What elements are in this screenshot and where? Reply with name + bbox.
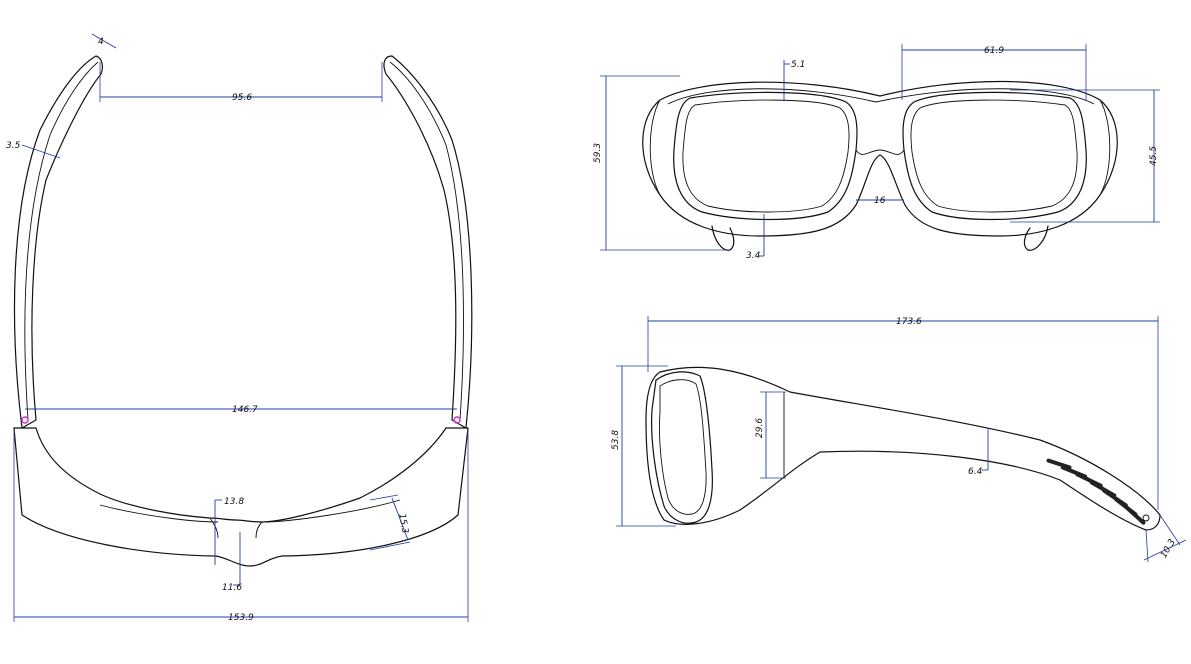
dim-lens-width: 61.9 — [984, 46, 1004, 56]
dim-temple-root-height: 29.6 — [755, 418, 765, 438]
front-frame-outline-inner — [667, 88, 1095, 105]
dim-temple-gap: 95.6 — [232, 93, 252, 103]
temple-tip-pin — [1142, 514, 1150, 522]
nose-notch — [209, 517, 263, 539]
dim-line-temple-tip — [91, 33, 117, 49]
dim-frame-height: 59.3 — [593, 143, 603, 163]
right-side-shield — [1099, 99, 1111, 196]
dim-line-temple-thickness — [21, 144, 61, 159]
dim-temple-min: 6.4 — [968, 467, 983, 477]
side-lens-inner — [659, 379, 707, 515]
dim-temple-tip-width: 4 — [98, 37, 104, 47]
dim-temple-tip: 10.3 — [1159, 537, 1178, 560]
lens-curve-top — [99, 499, 401, 523]
dim-temple-thickness: 3.5 — [6, 141, 21, 151]
left-lens — [673, 91, 858, 221]
right-temple-inner — [389, 61, 464, 421]
side-view — [645, 366, 1161, 531]
temple-grip — [1046, 458, 1146, 525]
dim-lens-depth: 15.3 — [396, 513, 409, 535]
left-hinge-marker — [21, 416, 29, 424]
dim-bridge: 16 — [874, 196, 886, 206]
dim-lens-height: 45.5 — [1149, 146, 1159, 166]
right-temple-outline — [383, 55, 473, 429]
front-view — [642, 80, 1118, 251]
dim-overall-width: 153.9 — [228, 613, 254, 623]
dim-center-depth: 11.6 — [222, 583, 242, 593]
right-pad — [1023, 225, 1049, 251]
dimensions: 95.6 4 3.5 146.7 13.8 11.6 15.3 153.9 61… — [6, 33, 1187, 623]
dim-bottom-bar: 3.4 — [746, 251, 761, 261]
nose-bridge — [855, 149, 905, 155]
left-side-shield — [649, 99, 661, 196]
left-temple-outline — [13, 55, 103, 429]
front-frame-outline-outer — [642, 80, 1118, 237]
dim-front-height: 53.8 — [611, 430, 621, 450]
side-lens-profile — [651, 371, 713, 524]
right-hinge-marker — [453, 416, 461, 424]
dim-nose-depth: 13.8 — [224, 497, 244, 507]
dim-top-bar: 5.1 — [791, 60, 805, 70]
front-frame-outline — [13, 427, 469, 567]
dim-hinge-span: 146.7 — [232, 405, 258, 415]
side-temple-outline — [645, 366, 1161, 531]
left-lens-inner — [682, 99, 850, 213]
dim-overall-length: 173.6 — [896, 317, 922, 327]
left-temple-inner — [24, 61, 99, 421]
left-pad — [711, 225, 735, 251]
right-lens — [902, 91, 1087, 221]
right-lens-inner — [910, 99, 1078, 213]
dim-line-lens-depth — [391, 497, 409, 541]
top-view — [13, 55, 473, 567]
